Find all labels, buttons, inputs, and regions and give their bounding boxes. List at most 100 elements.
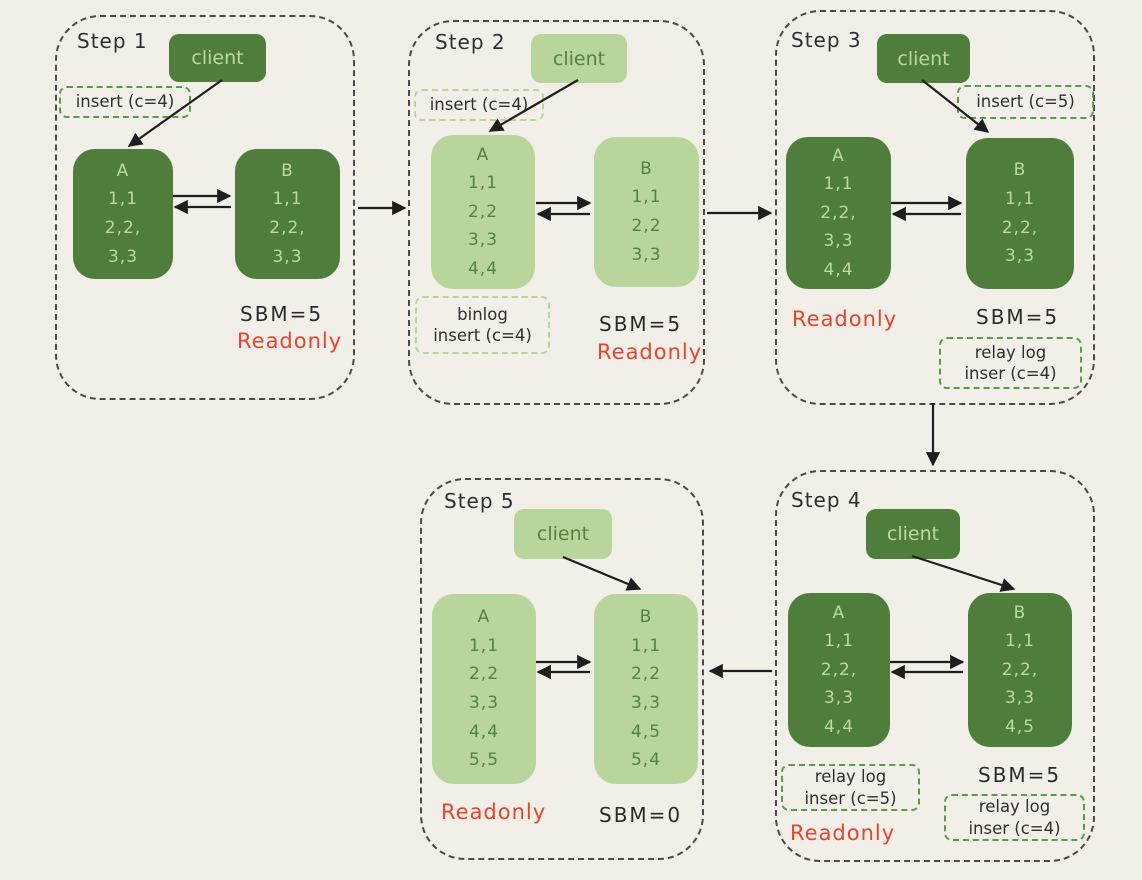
relay-log-tag-line1: relay log	[814, 767, 887, 787]
db-node-title: A	[832, 602, 846, 623]
db-row: 3,3	[272, 246, 303, 267]
db-row: 3,3	[467, 230, 499, 251]
db-row: 4,4	[823, 259, 854, 280]
db-row: 3,3	[1004, 246, 1036, 267]
client-node: client	[514, 509, 612, 559]
readonly-label: Readonly	[792, 307, 898, 331]
db-node-b: B 1,1 2,2 3,3	[594, 137, 699, 287]
db-node-b: B 1,1 2,2, 3,3	[235, 149, 340, 279]
insert-statement-tag: insert (c=4)	[59, 86, 191, 118]
db-row: 1,1	[272, 189, 303, 210]
step-1-container: Step 1 client insert (c=4) A 1,1 2,2, 3,…	[55, 15, 355, 400]
step-title: Step 1	[77, 29, 148, 53]
db-node-a: A 1,1 2,2, 3,3 4,4	[788, 593, 890, 747]
db-row: 1,1	[468, 635, 500, 656]
insert-statement-tag: insert (c=4)	[414, 89, 544, 121]
step-3-container: Step 3 client insert (c=5) A 1,1 2,2, 3,…	[775, 10, 1095, 405]
readonly-label: Readonly	[237, 329, 343, 353]
sbm-label: SBM=5	[976, 305, 1060, 329]
db-row: 2,2,	[269, 218, 306, 238]
db-row: 1,1	[631, 187, 662, 208]
db-row: 3,3	[630, 693, 662, 713]
sbm-label: SBM=5	[599, 312, 683, 336]
db-row: 3,3	[468, 693, 500, 713]
db-row: 1,1	[1004, 188, 1036, 209]
db-row: 4,4	[823, 716, 855, 737]
sbm-label: SBM=0	[599, 803, 683, 827]
relay-log-tag-b: relay log inser (c=4)	[944, 794, 1085, 841]
db-row: 2,2	[630, 664, 662, 685]
db-row: 2,2,	[104, 218, 142, 238]
insert-statement-label: insert (c=5)	[976, 92, 1075, 112]
db-row: 1,1	[107, 189, 139, 210]
db-row: 3,3	[823, 688, 855, 709]
db-row: 2,2,	[1001, 217, 1039, 238]
db-row: 5,5	[468, 750, 500, 771]
db-node-b: B 1,1 2,2, 3,3	[966, 138, 1074, 289]
db-row: 1,1	[467, 173, 499, 194]
relay-log-tag-line1: relay log	[974, 342, 1047, 362]
db-row: 1,1	[823, 174, 854, 195]
db-node-title: B	[1013, 160, 1027, 181]
relay-log-tag-a: relay log inser (c=5)	[781, 764, 920, 811]
db-node-a: A 1,1 2,2 3,3 4,4	[431, 135, 535, 289]
db-row: 3,3	[1004, 688, 1036, 709]
db-node-a: A 1,1 2,2, 3,3 4,4	[786, 137, 891, 289]
db-row: 3,3	[107, 246, 139, 267]
db-row: 4,4	[468, 721, 500, 742]
readonly-label: Readonly	[790, 821, 896, 845]
db-row: 2,2	[468, 664, 500, 685]
db-node-b: B 1,1 2,2 3,3 4,5 5,4	[594, 594, 698, 784]
relay-log-tag: relay log inser (c=4)	[939, 337, 1082, 389]
step-4-container: Step 4 client A 1,1 2,2, 3,3 4,4 B 1,1 2…	[775, 470, 1095, 862]
relay-log-tag-line2: inser (c=5)	[804, 788, 897, 808]
db-row: 2,2,	[820, 659, 858, 680]
readonly-label: Readonly	[441, 800, 547, 824]
db-row: 2,2	[631, 216, 662, 236]
sbm-label: SBM=5	[240, 302, 324, 326]
relay-log-tag-line2: inser (c=4)	[964, 364, 1057, 383]
step-2-container: Step 2 client insert (c=4) A 1,1 2,2 3,3…	[408, 20, 705, 405]
client-node: client	[866, 509, 960, 559]
relay-log-tag-line2: inser (c=4)	[968, 818, 1061, 838]
sbm-label: SBM=5	[978, 763, 1062, 787]
db-row: 2,2,	[820, 202, 857, 223]
step-5-container: Step 5 client A 1,1 2,2 3,3 4,4 5,5 B 1,…	[420, 478, 704, 860]
client-node: client	[169, 34, 266, 82]
readonly-label: Readonly	[597, 340, 703, 364]
db-node-title: B	[281, 160, 294, 181]
insert-statement-tag: insert (c=5)	[957, 85, 1094, 119]
db-row: 4,5	[630, 721, 662, 742]
db-node-title: B	[640, 158, 653, 179]
db-row: 1,1	[1004, 631, 1036, 652]
insert-statement-label: insert (c=4)	[429, 95, 529, 115]
db-row: 4,5	[1004, 716, 1036, 737]
insert-statement-label: insert (c=4)	[75, 92, 175, 112]
client-node: client	[531, 34, 627, 83]
step-title: Step 3	[791, 28, 862, 52]
relay-log-tag-line1: relay log	[978, 797, 1051, 817]
db-node-title: B	[639, 607, 653, 628]
binlog-tag-line1: binlog	[457, 304, 508, 324]
db-node-title: A	[116, 160, 130, 181]
binlog-tag: binlog insert (c=4)	[415, 296, 550, 354]
step-title: Step 4	[791, 488, 862, 512]
db-node-b: B 1,1 2,2, 3,3 4,5	[968, 593, 1072, 747]
db-node-a: A 1,1 2,2, 3,3	[73, 149, 173, 279]
client-node: client	[877, 34, 970, 83]
step-title: Step 2	[435, 30, 506, 54]
db-row: 2,2,	[1001, 659, 1039, 680]
db-node-title: A	[477, 607, 491, 628]
db-row: 1,1	[823, 631, 855, 652]
db-row: 3,3	[631, 244, 662, 265]
step-title: Step 5	[444, 489, 515, 513]
db-row: 5,4	[630, 750, 662, 771]
db-row: 3,3	[823, 231, 854, 252]
db-node-title: A	[832, 145, 845, 166]
db-node-title: A	[476, 144, 490, 165]
db-row: 1,1	[630, 635, 662, 656]
db-row: 2,2	[467, 201, 499, 222]
db-node-title: B	[1013, 602, 1027, 623]
db-node-a: A 1,1 2,2 3,3 4,4 5,5	[432, 594, 536, 784]
